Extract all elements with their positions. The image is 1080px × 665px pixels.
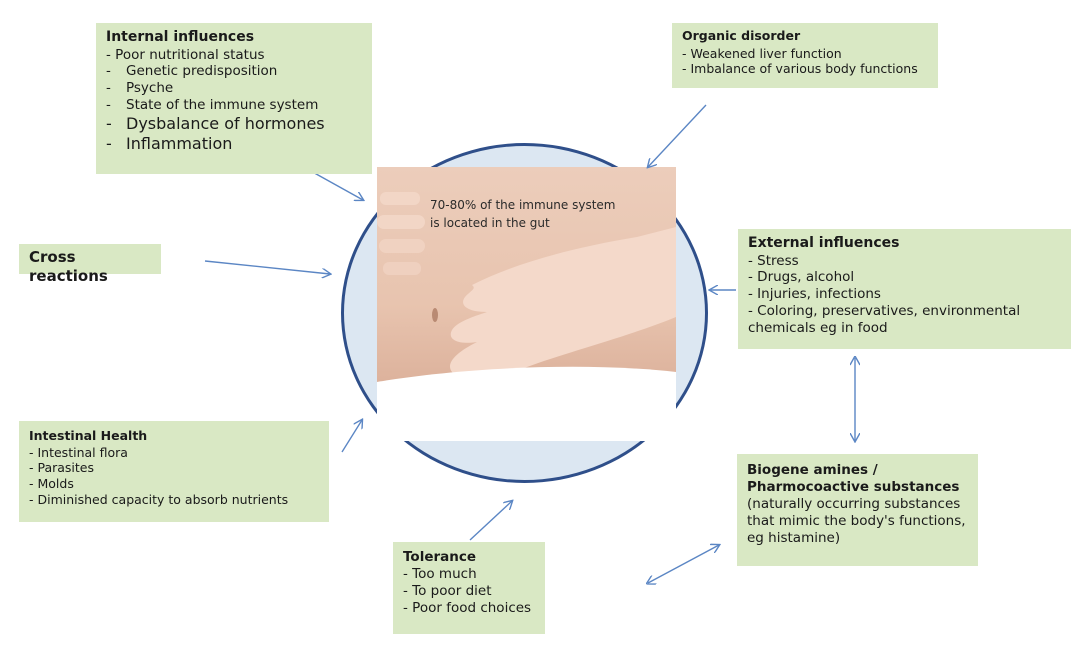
tolerance-box: Tolerance - Too much - To poor diet - Po… [393, 542, 545, 634]
abdomen-photo [377, 167, 676, 441]
list-item: - Stress [748, 252, 799, 269]
external-influences-list: - Stress - Drugs, alcohol - Injuries, in… [748, 253, 1061, 337]
list-item: - Parasites [29, 460, 95, 476]
intestinal-health-list: - Intestinal flora - Parasites - Molds -… [29, 445, 319, 508]
external-influences-box: External influences - Stress - Drugs, al… [738, 229, 1071, 349]
internal-influences-list: - Poor nutritional status -Genetic predi… [106, 47, 362, 155]
cross-reactions-title: Cross reactions [29, 248, 108, 285]
arrow-tolerance [469, 501, 512, 541]
biogene-amines-description: (naturally occurring substances that mim… [747, 495, 966, 546]
arrow-intestinal [341, 420, 362, 453]
list-item: - Poor nutritional status [106, 46, 265, 63]
internal-influences-box: Internal influences - Poor nutritional s… [96, 23, 372, 174]
list-item: - Molds [29, 475, 74, 491]
list-item: - Coloring, preservatives, environmental… [748, 303, 1021, 336]
biogene-amines-title-line1: Biogene amines / [747, 462, 878, 478]
list-item: -Dysbalance of hormones [106, 114, 325, 133]
list-item: -Genetic predisposition [106, 63, 278, 80]
external-influences-title: External influences [748, 235, 900, 251]
list-item: - To poor diet [403, 582, 492, 599]
list-item: - Injuries, infections [748, 286, 881, 303]
biogene-amines-title-line2: Pharmocoactive substances [747, 478, 960, 495]
list-item: -State of the immune system [106, 97, 319, 114]
biogene-amines-box: Biogene amines / Pharmocoactive substanc… [737, 454, 978, 566]
list-item: - Drugs, alcohol [748, 269, 855, 286]
hands-on-belly-illustration [377, 192, 676, 441]
cross-reactions-box: Cross reactions [19, 244, 161, 285]
arrow-cross [204, 260, 330, 274]
organic-disorder-list: - Weakened liver function - Imbalance of… [682, 46, 928, 77]
list-item: - Diminished capacity to absorb nutrient… [29, 491, 289, 507]
organic-disorder-box: Organic disorder - Weakened liver functi… [672, 23, 938, 88]
internal-influences-title: Internal influences [106, 29, 255, 45]
intestinal-health-box: Intestinal Health - Intestinal flora - P… [19, 421, 329, 522]
list-item: - Imbalance of various body functions [682, 61, 918, 77]
list-item: -Inflammation [106, 134, 233, 153]
list-item: - Weakened liver function [682, 45, 842, 61]
tolerance-list: - Too much - To poor diet - Poor food ch… [403, 566, 535, 617]
arrow-organic [648, 104, 707, 167]
list-item: - Poor food choices [403, 599, 532, 616]
list-item: - Intestinal flora [29, 444, 128, 460]
arrow-biogene-lower [648, 545, 719, 583]
center-caption: 70-80% of the immune system is located i… [430, 198, 616, 230]
organic-disorder-title: Organic disorder [682, 28, 801, 43]
list-item: - Too much [403, 565, 477, 582]
list-item: -Psyche [106, 80, 174, 97]
tolerance-title: Tolerance [403, 549, 477, 565]
intestinal-health-title: Intestinal Health [29, 428, 148, 443]
